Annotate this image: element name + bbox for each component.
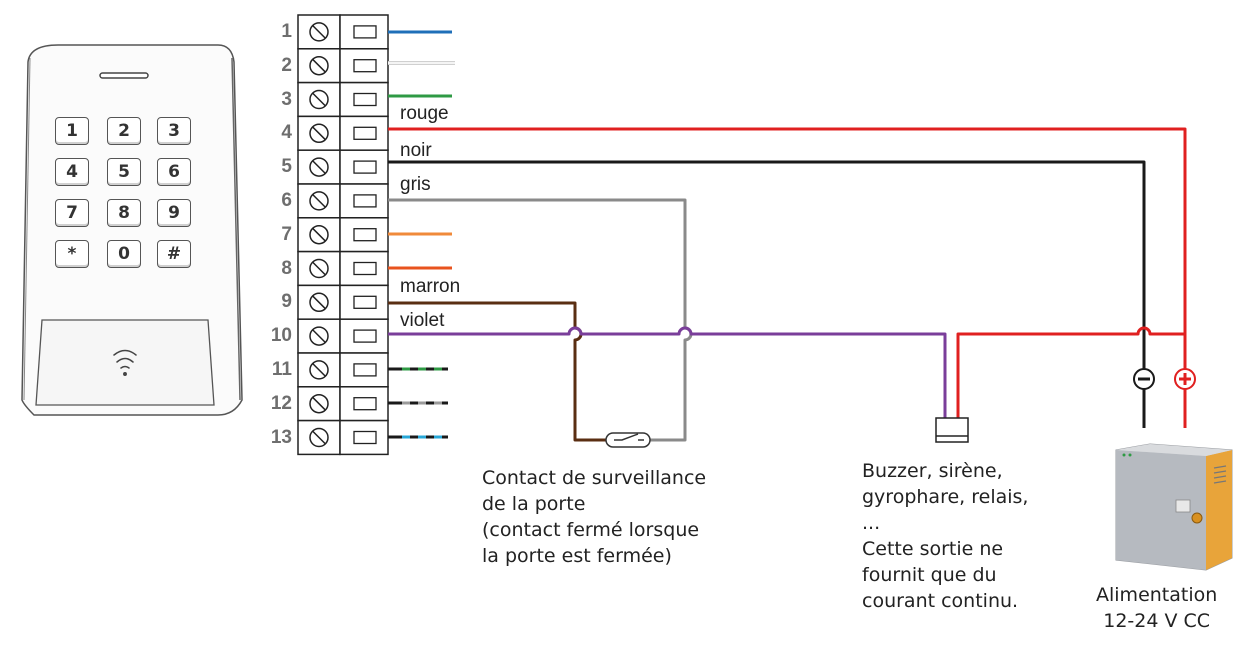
keypad-key[interactable]: 4 xyxy=(55,158,89,186)
wire-10-violet xyxy=(388,326,947,418)
screw-slot xyxy=(311,329,327,344)
wire-label-violet: violet xyxy=(400,310,445,331)
wire-label-marron: marron xyxy=(400,276,461,297)
wire-slot-icon xyxy=(353,92,377,107)
terminal-number: 9 xyxy=(281,291,292,313)
wire-slot-icon xyxy=(353,261,377,276)
power-supply-icon xyxy=(1115,443,1233,571)
wire-slot-icon xyxy=(353,160,377,174)
screw-slot xyxy=(311,160,327,175)
screw-slot xyxy=(311,430,327,445)
wire-5-black xyxy=(388,160,1146,370)
wire-4-red xyxy=(388,127,1187,370)
screw-slot xyxy=(311,261,327,276)
speaker-slot xyxy=(99,72,149,79)
wire-label-noir: noir xyxy=(400,140,432,161)
rfid-wifi-icon xyxy=(113,349,137,376)
wire-slot-icon xyxy=(353,363,377,377)
wire-slot-icon xyxy=(353,397,377,411)
wire-slot-icon xyxy=(353,228,377,242)
output-caption: Buzzer, sirène, gyrophare, relais, ... C… xyxy=(862,460,1029,612)
terminal-number: 13 xyxy=(270,426,292,448)
wire-slot-icon xyxy=(353,25,377,39)
keypad-key[interactable]: 2 xyxy=(107,117,141,145)
keypad-key[interactable]: 1 xyxy=(55,117,89,145)
terminal-number: 4 xyxy=(281,122,292,144)
keypad-key[interactable]: 8 xyxy=(107,199,141,227)
screw-slot xyxy=(311,58,327,73)
door-contact-icon xyxy=(605,432,651,448)
screw-slot xyxy=(311,193,327,208)
wire-slot-icon xyxy=(353,59,377,73)
screw-slot xyxy=(311,396,327,411)
buzzer-icon xyxy=(935,417,969,443)
keypad-key[interactable]: # xyxy=(157,240,191,268)
wire-slot-icon xyxy=(353,194,377,208)
keypad-key[interactable]: 5 xyxy=(107,158,141,186)
screw-slot xyxy=(311,126,327,141)
keypad-key[interactable]: * xyxy=(55,240,89,268)
wire-slot-icon xyxy=(353,126,377,140)
screw-slot xyxy=(311,227,327,242)
terminal-number: 10 xyxy=(270,325,292,347)
wire-label-rouge: rouge xyxy=(400,103,449,124)
reader-zone xyxy=(35,319,215,406)
terminal-number: 7 xyxy=(281,223,292,245)
wire-slot-icon xyxy=(353,295,377,309)
wire-output-red xyxy=(956,326,1185,418)
terminal-number: 8 xyxy=(281,257,292,279)
screw-slot xyxy=(311,295,327,310)
keypad-key[interactable]: 7 xyxy=(55,199,89,227)
terminal-number: 6 xyxy=(281,189,292,211)
keypad-key[interactable]: 3 xyxy=(157,117,191,145)
screw-slot xyxy=(311,24,327,39)
wires xyxy=(388,30,1187,442)
keypad-key[interactable]: 0 xyxy=(107,240,141,268)
terminal-block xyxy=(297,14,389,456)
plus-terminal-icon xyxy=(1174,368,1196,390)
terminal-number: 12 xyxy=(270,392,292,414)
door-contact-caption: Contact de surveillance de la porte (con… xyxy=(482,467,707,567)
keypad-key[interactable]: 6 xyxy=(157,158,191,186)
terminal-number: 2 xyxy=(281,54,292,76)
terminal-number: 3 xyxy=(281,88,292,110)
screw-slot xyxy=(311,362,327,377)
wire-slot-icon xyxy=(353,430,377,445)
terminal-number: 11 xyxy=(271,358,292,380)
wire-slot-icon xyxy=(353,329,377,343)
power-supply-caption: Alimentation 12-24 V CC xyxy=(1096,584,1218,632)
keypad-device xyxy=(21,44,243,416)
keypad-key[interactable]: 9 xyxy=(157,199,191,227)
screw-slot xyxy=(311,92,327,107)
wire-label-gris: gris xyxy=(400,174,431,195)
terminal-number: 5 xyxy=(281,156,292,178)
terminal-number: 1 xyxy=(281,20,292,42)
minus-terminal-icon xyxy=(1133,368,1155,390)
